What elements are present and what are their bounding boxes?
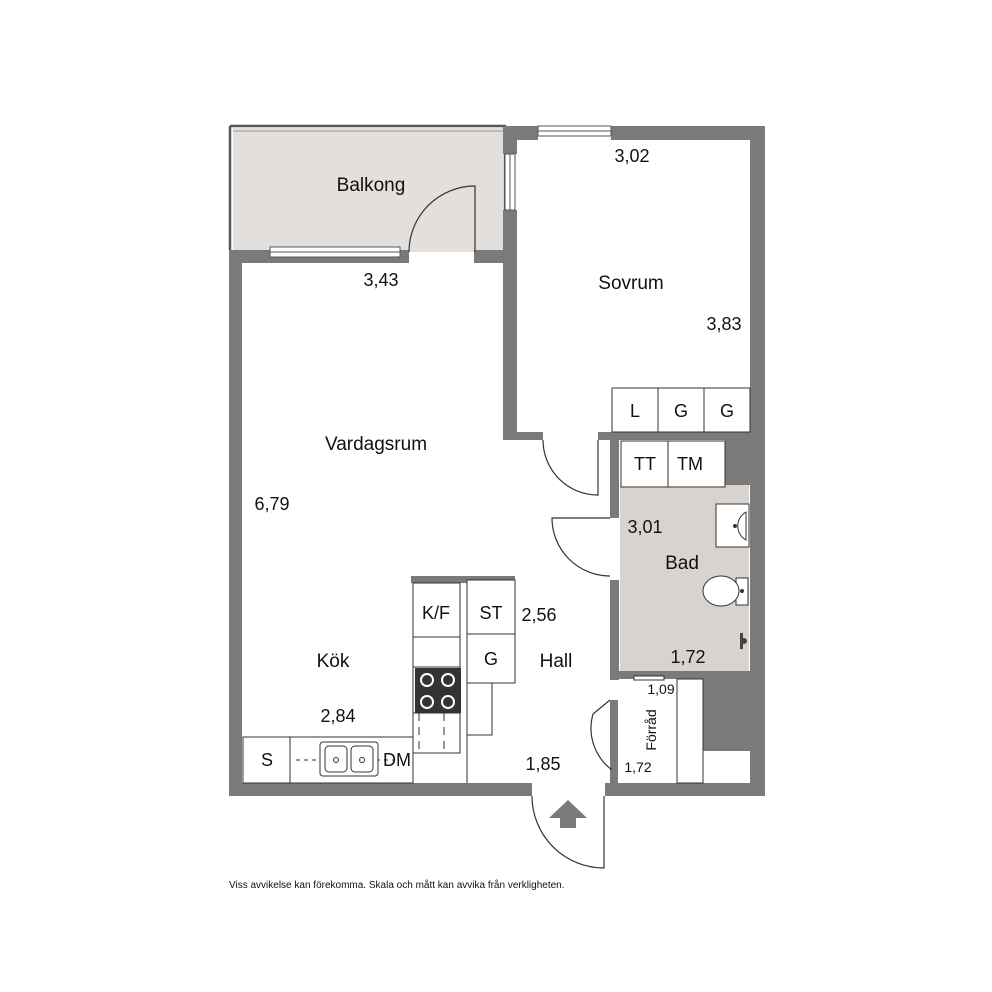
bedroom-closets	[611, 387, 751, 433]
shower-icon	[740, 633, 747, 649]
room-balkong: Balkong	[337, 175, 406, 196]
kitchen-fridge-label: K/F	[422, 603, 450, 623]
window-living	[269, 246, 401, 258]
hall-wardrobe	[466, 579, 516, 783]
hall-closet-label: G	[484, 649, 498, 669]
room-sovrum: Sovrum	[598, 273, 663, 294]
room-kok: Kök	[317, 651, 350, 672]
bath-unit-tm: TM	[677, 454, 703, 474]
bath-unit-tt: TT	[634, 454, 656, 474]
sink-icon	[715, 503, 750, 548]
double-sink-icon	[319, 741, 379, 777]
dim-sovrum-width: 3,02	[614, 146, 649, 166]
room-vardagsrum: Vardagsrum	[325, 434, 427, 455]
bath-units	[620, 440, 726, 488]
closet-g2: G	[720, 401, 734, 421]
entrance-arrow-icon	[549, 800, 587, 828]
dim-forrad-width: 1,09	[647, 681, 674, 697]
dim-bad-width: 1,72	[670, 647, 705, 667]
door-swings	[408, 185, 613, 869]
kitchen-dashes	[418, 713, 445, 755]
window-bedroom-side	[504, 153, 516, 211]
storage-shelf	[633, 675, 704, 784]
dim-forrad-depth: 1,72	[624, 759, 651, 775]
toilet-icon	[702, 575, 749, 607]
room-forrad: Förråd	[643, 709, 659, 750]
dim-hall-width: 1,85	[525, 754, 560, 774]
kitchen-dishwasher-label: DM	[383, 750, 411, 770]
closet-l: L	[630, 401, 640, 421]
kitchen-counter-s: S	[261, 750, 273, 770]
dim-bad-depth: 3,01	[627, 517, 662, 537]
room-bad: Bad	[665, 553, 699, 574]
stove-icon	[415, 668, 461, 713]
closet-g1: G	[674, 401, 688, 421]
dim-sovrum-depth: 3,83	[706, 314, 741, 334]
balcony-floor	[233, 128, 503, 252]
window-bedroom-top	[537, 125, 612, 137]
dim-hall-depth: 2,56	[521, 605, 556, 625]
dim-vardagsrum-depth: 6,79	[254, 494, 289, 514]
hall-storage-label: ST	[479, 603, 502, 623]
room-hall: Hall	[540, 651, 573, 672]
disclaimer: Viss avvikelse kan förekomma. Skala och …	[229, 879, 565, 891]
dim-kok-width: 2,84	[320, 706, 355, 726]
dim-balkong-width: 3,43	[363, 270, 398, 290]
